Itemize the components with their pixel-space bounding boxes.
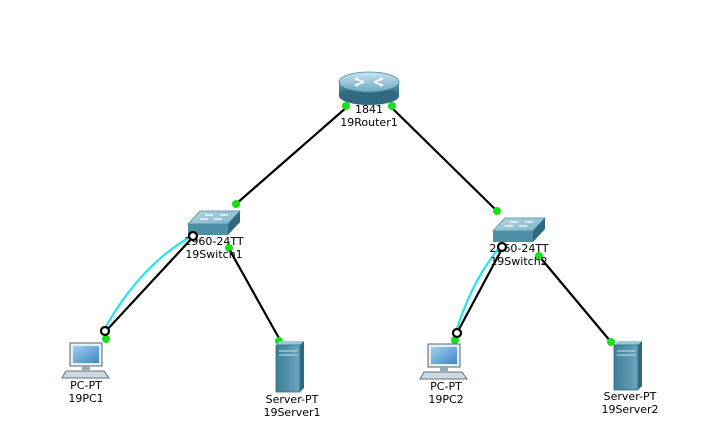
server1-name-label: 19Server1 xyxy=(263,406,320,419)
console-port-indicator xyxy=(187,230,199,242)
port-up-indicator xyxy=(607,338,615,346)
port-indicators xyxy=(102,102,615,346)
port-up-indicator xyxy=(102,335,110,343)
link-switch1-server1[interactable] xyxy=(227,246,281,341)
links xyxy=(103,106,612,343)
pc2-name-label: 19PC2 xyxy=(428,393,463,406)
port-up-indicator xyxy=(388,102,396,110)
pc-icon xyxy=(61,342,110,379)
pc-19pc2[interactable]: PC-PT 19PC2 xyxy=(419,343,468,406)
router-icon xyxy=(338,71,400,105)
console-port-indicator xyxy=(496,241,508,253)
pc2-model-label: PC-PT xyxy=(430,380,462,393)
server2-name-label: 19Server2 xyxy=(601,403,658,416)
link-switch2-server2[interactable] xyxy=(538,255,612,343)
pc1-name-label: 19PC1 xyxy=(68,392,103,405)
port-up-indicator xyxy=(232,200,240,208)
switch-icon xyxy=(187,210,241,235)
switch-19switch1[interactable]: 2960-24TT 19Switch1 xyxy=(184,210,244,261)
switch1-model-label: 2960-24TT xyxy=(184,235,243,248)
link-switch2-pc2[interactable] xyxy=(456,246,504,334)
switch1-name-label: 19Switch1 xyxy=(185,248,242,261)
server-icon xyxy=(613,341,642,391)
port-up-indicator xyxy=(342,102,350,110)
console-port-indicator xyxy=(99,325,111,337)
router-19router1[interactable]: 1841 19Router1 xyxy=(338,71,400,129)
server-19server2[interactable]: Server-PT 19Server2 xyxy=(601,341,659,416)
pc1-model-label: PC-PT xyxy=(70,379,102,392)
pc-icon xyxy=(419,343,468,380)
link-router-switch2[interactable] xyxy=(390,106,498,212)
router-name-label: 19Router1 xyxy=(340,116,397,129)
server2-model-label: Server-PT xyxy=(604,390,657,403)
link-router-switch1[interactable] xyxy=(235,106,348,205)
switch-19switch2[interactable]: 2960-24TT 19Switch2 xyxy=(489,217,549,268)
switch2-name-label: 19Switch2 xyxy=(490,255,547,268)
server-icon xyxy=(275,341,304,393)
switch-icon xyxy=(492,217,546,242)
server1-model-label: Server-PT xyxy=(266,393,319,406)
router-model-label: 1841 xyxy=(355,103,383,116)
port-up-indicator xyxy=(225,244,233,252)
console-endpoints xyxy=(99,230,508,339)
link-switch1-pc1[interactable] xyxy=(104,235,195,333)
port-up-indicator xyxy=(535,252,543,260)
pc-19pc1[interactable]: PC-PT 19PC1 xyxy=(61,342,110,405)
console-port-indicator xyxy=(451,327,463,339)
console-link-switch2-pc2[interactable] xyxy=(454,246,501,333)
port-up-indicator xyxy=(493,207,501,215)
server-19server1[interactable]: Server-PT 19Server1 xyxy=(263,341,321,419)
console-link-switch1-pc1[interactable] xyxy=(103,235,193,331)
